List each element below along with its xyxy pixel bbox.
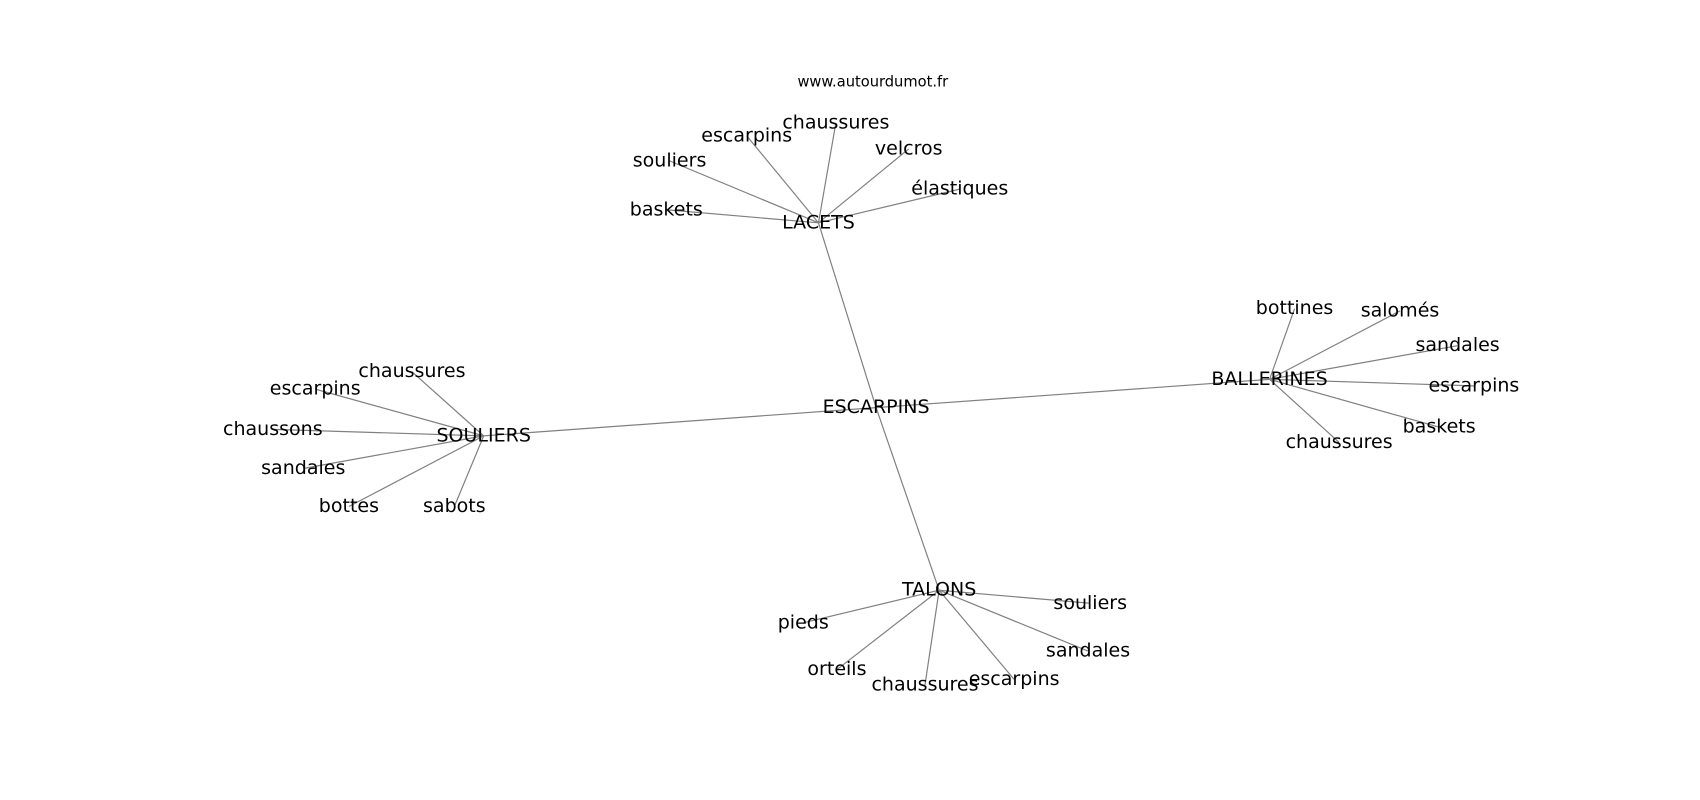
edge-hub-to-leaf [666,209,819,224]
edge-hub-to-leaf [817,122,837,223]
edge-hub-to-leaf [1269,308,1296,380]
edge-hub-to-leaf [818,188,960,224]
edge-hub-to-leaf [315,388,484,437]
edge-hub-to-leaf [924,590,940,685]
leaf-node-label: chaussures [871,673,978,695]
edge-hub-to-leaf [836,589,940,671]
hub-node-label: BALLERINES [1211,368,1327,390]
edge-hub-to-leaf [303,435,484,470]
edge-hub-to-leaf [348,435,484,508]
site-watermark: www.autourdumot.fr [797,74,949,91]
center-node-label: ESCARPINS [823,396,930,418]
leaf-node-label: velcros [875,137,943,159]
edge-hub-to-leaf [411,371,485,437]
leaf-node-label: escarpins [969,668,1060,690]
edge-hub-to-leaf [803,589,940,624]
leaf-node-label: chaussures [782,111,889,133]
edge-hub-to-leaf [453,435,485,507]
labels: www.autourdumot.fr ESCARPINS LACETS basket… [223,74,1519,696]
edge-hub-to-leaf [1269,378,1340,443]
leaf-node-label: chaussures [358,360,465,382]
edge-center-to-hub [817,222,877,408]
edge-center-to-hub [483,407,877,437]
edge-center-to-hub [876,378,1270,409]
edge-hub-to-leaf [818,148,910,224]
leaf-node-label: bottines [1256,297,1334,319]
edge-hub-to-leaf [1269,378,1440,428]
leaf-node-label: sandales [1046,640,1130,662]
leaf-node-label: escarpins [701,124,792,146]
leaf-node-label: souliers [633,149,707,171]
leaf-node-label: chaussons [223,418,323,440]
leaf-node-label: souliers [1053,592,1127,614]
edge-hub-to-leaf [1269,378,1474,387]
leaf-node-label: pieds [778,611,829,633]
leaf-node-label: baskets [1403,416,1476,438]
leaf-node-label: élastiques [911,178,1008,200]
hub-node-label: SOULIERS [436,424,530,446]
hub-node-label: LACETS [782,211,855,233]
edge-hub-to-leaf [669,160,819,224]
edges [272,122,1474,685]
leaf-node-label: escarpins [1428,374,1519,396]
leaf-node-label: baskets [630,198,703,220]
leaf-node-label: bottes [319,495,379,517]
leaf-node-label: sandales [261,457,345,479]
edge-hub-to-leaf [938,589,1015,680]
leaf-node-label: orteils [807,658,866,680]
edge-hub-to-leaf [746,135,819,224]
edge-hub-to-leaf [938,589,1089,652]
edge-hub-to-leaf [272,428,484,437]
edge-hub-to-leaf [939,589,1091,604]
edge-hub-to-leaf [1269,345,1458,380]
leaf-node-label: salomés [1361,299,1440,321]
edge-hub-to-leaf [1269,310,1401,380]
leaf-node-label: escarpins [270,378,361,400]
leaf-node-label: chaussures [1286,431,1393,453]
hub-node-label: TALONS [901,579,976,601]
leaf-node-label: sandales [1415,334,1499,356]
edge-center-to-hub [875,407,940,591]
leaf-node-label: sabots [423,495,486,517]
